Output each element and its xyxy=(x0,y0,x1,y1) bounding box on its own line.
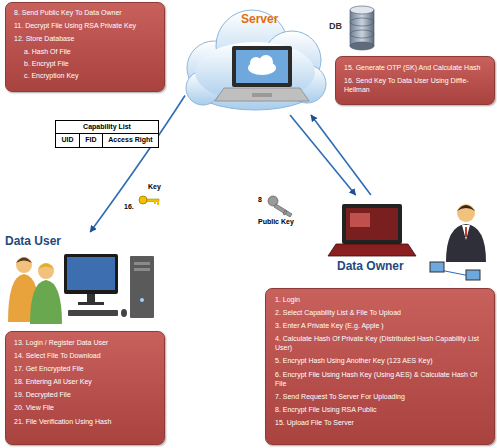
step-text: 16. Send Key To Data User Using Diffie-H… xyxy=(344,76,486,94)
owner-laptop xyxy=(328,204,416,256)
table-cell: UID xyxy=(56,134,79,146)
cloud-fill xyxy=(195,42,315,102)
server-laptop xyxy=(215,46,309,101)
callout-label: DB xyxy=(329,22,342,32)
step-text: 5. Encrypt Hash Using Another Key (123 A… xyxy=(275,356,485,365)
actor-label: Server xyxy=(241,12,278,26)
network-icon xyxy=(430,262,480,280)
step-text: b. Encrypt File xyxy=(14,59,156,68)
actor-region: Data Owner xyxy=(325,195,495,285)
step-text: 20. View File xyxy=(14,403,156,412)
step-text: 17. Get Encrypted File xyxy=(14,364,156,373)
step-box: 15. Generate OTP (SK) And Calculate Hash… xyxy=(335,56,495,105)
callout-label: Key xyxy=(148,183,161,191)
owner-person xyxy=(446,204,486,262)
capability-table: Capability ListUIDFIDAccess Right xyxy=(55,120,159,148)
actor-region: Data User xyxy=(5,232,160,326)
actor-region: Server xyxy=(185,0,325,115)
step-text: 3. Enter A Private Key (E.g. Apple ) xyxy=(275,321,485,330)
user-key-icon xyxy=(139,196,159,205)
step-text: c. Encryption Key xyxy=(14,71,156,80)
flow-arrow xyxy=(311,115,371,195)
table-row: UIDFIDAccess Right xyxy=(56,134,158,146)
cloud-icon xyxy=(186,10,326,110)
step-text: 4. Calculate Hash Of Private Key (Distri… xyxy=(275,334,485,352)
step-box: 1. Login 2. Select Capability List & File… xyxy=(265,288,495,445)
step-text: 15. Upload File To Server xyxy=(275,418,485,427)
step-text: 15. Generate OTP (SK) And Calculate Hash xyxy=(344,63,486,72)
step-text: 12. Store Database xyxy=(14,34,156,43)
callout-label: 16. xyxy=(124,203,134,211)
step-text: 1. Login xyxy=(275,295,485,304)
table-header: Capability List xyxy=(56,121,158,134)
step-text: 18. Entering All User Key xyxy=(14,377,156,386)
table-cell: FID xyxy=(79,134,102,146)
flow-arrow xyxy=(90,95,185,232)
step-text: 11. Decrypt File Using RSA Private Key xyxy=(14,21,156,30)
step-text: 8. Encrypt File Using RSA Public xyxy=(275,405,485,414)
actor-label: Data Owner xyxy=(337,259,404,273)
step-box: 8. Send Public Key To Data Owner 11. Decr… xyxy=(5,2,165,92)
step-text: 8. Send Public Key To Data Owner xyxy=(14,8,156,17)
step-text: 13. Login / Register Data User xyxy=(14,338,156,347)
flow-arrow xyxy=(290,115,356,195)
step-text: 14. Select File To Download xyxy=(14,351,156,360)
step-text: 2. Select Capability List & File To Uplo… xyxy=(275,308,485,317)
callout-label: 8 xyxy=(258,196,262,204)
actor-label: Data User xyxy=(5,234,61,248)
people-icon xyxy=(8,257,62,324)
step-text: 19. Decrypted File xyxy=(14,390,156,399)
desktop-computer xyxy=(64,254,154,318)
step-text: a. Hash Of File xyxy=(14,47,156,56)
public-key-icon xyxy=(268,196,292,217)
step-text: 21. File Verification Using Hash xyxy=(14,417,156,426)
table-cell: Access Right xyxy=(102,134,158,146)
step-text: 7. Send Request To Server For Uploading xyxy=(275,392,485,401)
step-text: 6. Encrypt File Using Hash Key (Using AE… xyxy=(275,370,485,388)
database-icon xyxy=(350,6,374,50)
callout-label: Public Key xyxy=(258,218,294,226)
step-box: 13. Login / Register Data User 14. Select… xyxy=(5,331,165,445)
